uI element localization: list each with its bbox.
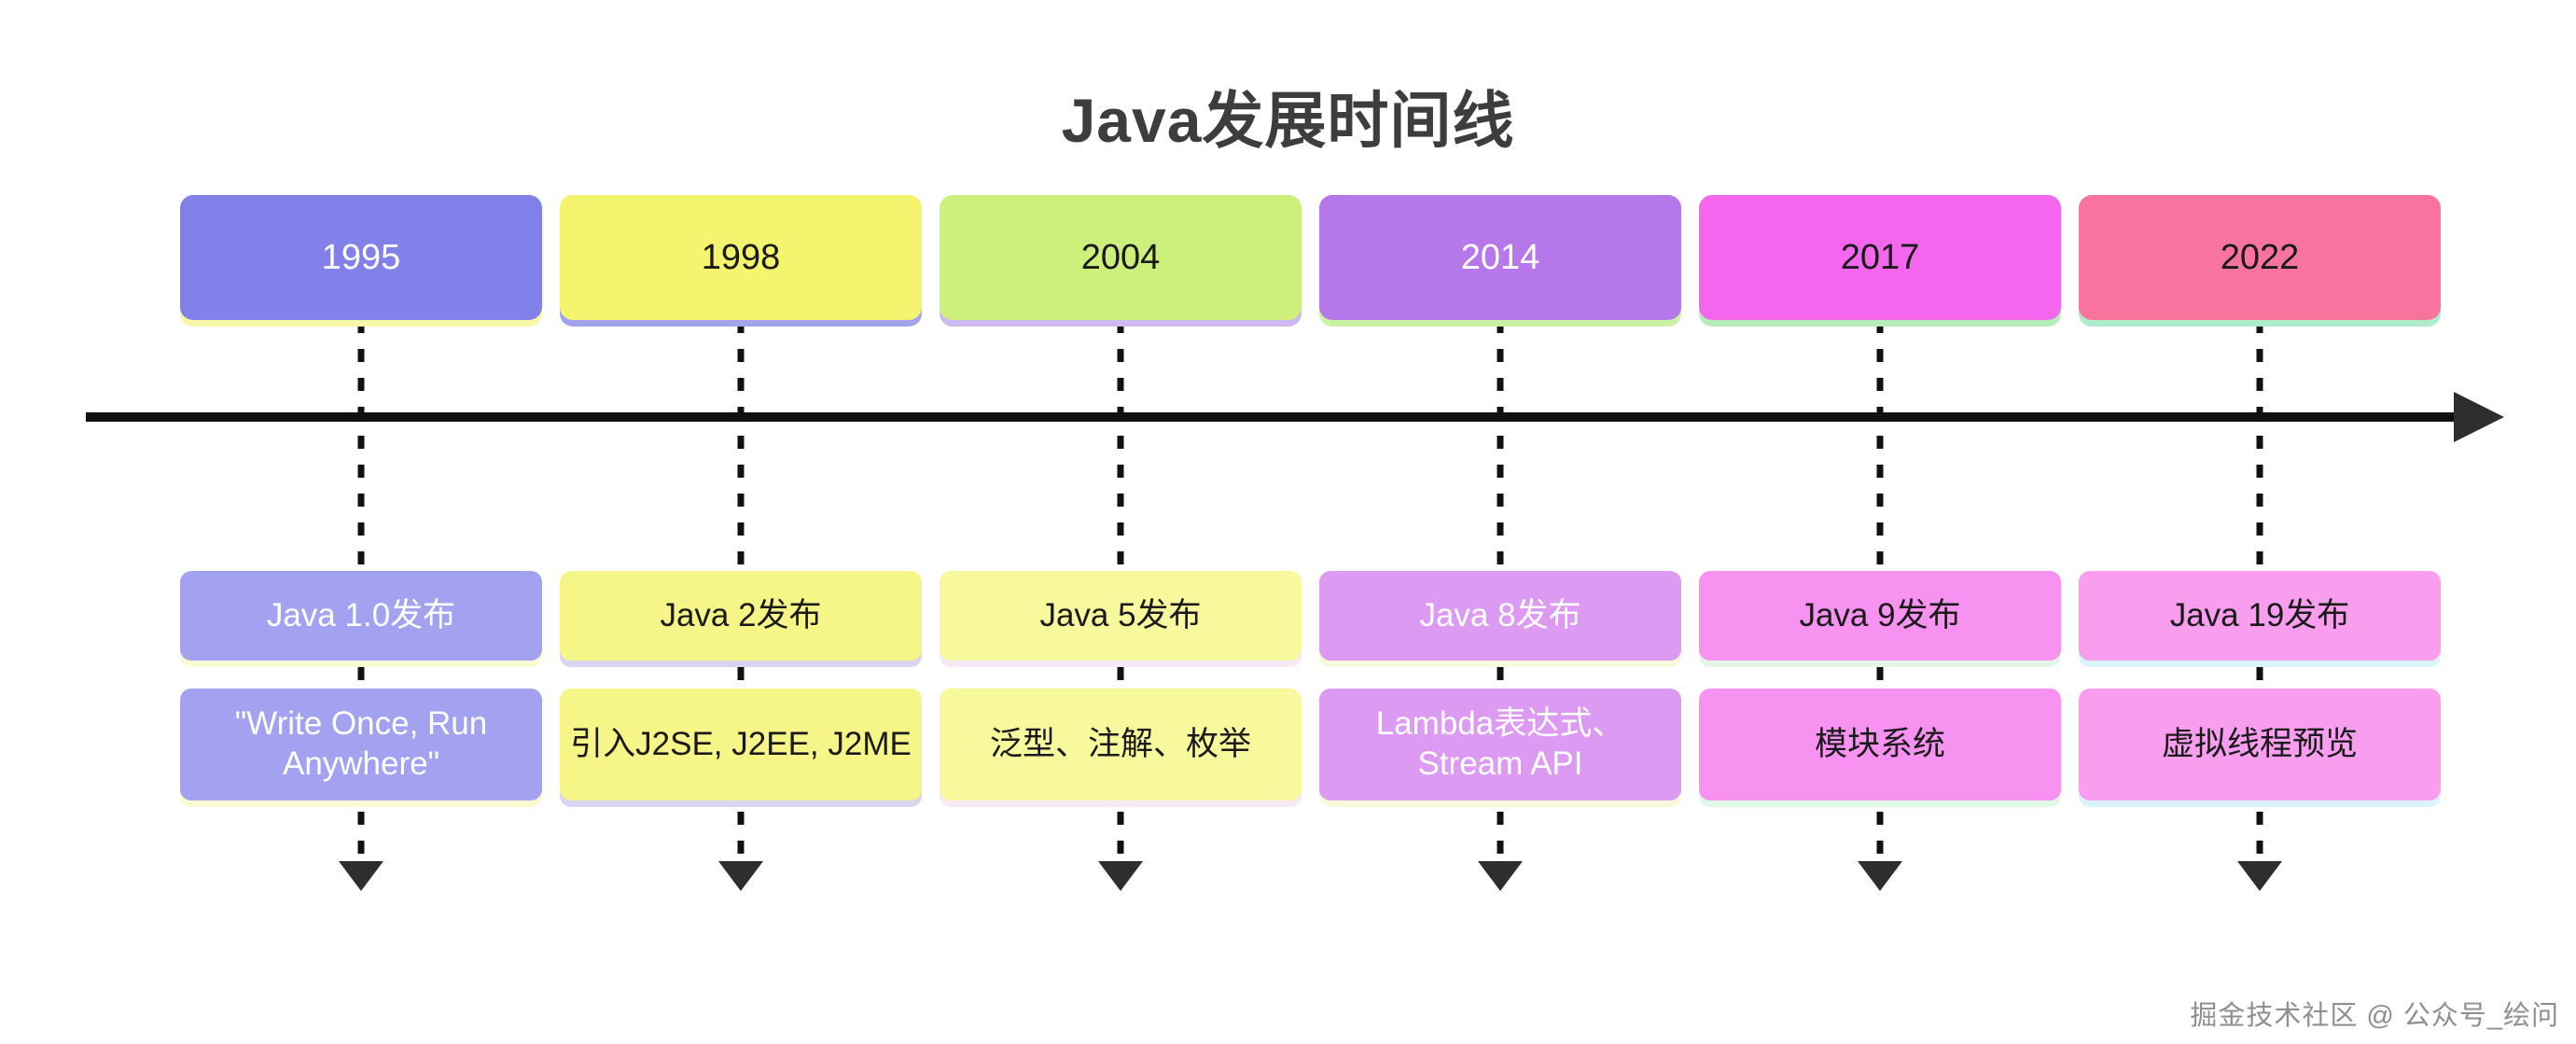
event-box: Java 19发布 (2079, 571, 2441, 661)
page-title: Java发展时间线 (1061, 86, 1515, 155)
event-box: Java 1.0发布 (180, 571, 542, 661)
down-arrowhead-icon (2237, 861, 2282, 891)
event-box: "Write Once, Run Anywhere" (180, 689, 542, 800)
event-box: Java 9发布 (1699, 571, 2061, 661)
down-arrowhead-icon (1098, 861, 1143, 891)
event-box: Java 5发布 (940, 571, 1302, 661)
year-box: 2022 (2079, 195, 2441, 320)
timeline-column: 2017 Java 9发布 模块系统 (1699, 195, 2061, 895)
timeline-column: 1998 Java 2发布 引入J2SE, J2EE, J2ME (560, 195, 922, 895)
down-arrowhead-icon (1858, 861, 1902, 891)
timeline-column: 2022 Java 19发布 虚拟线程预览 (2079, 195, 2441, 895)
timeline-columns: 1995 Java 1.0发布 "Write Once, Run Anywher… (180, 195, 2441, 895)
event-box: Lambda表达式、Stream API (1319, 689, 1681, 800)
event-box: Java 2发布 (560, 571, 922, 661)
year-box: 1995 (180, 195, 542, 320)
timeline-column: 2004 Java 5发布 泛型、注解、枚举 (940, 195, 1302, 895)
year-box: 1998 (560, 195, 922, 320)
axis-line (86, 412, 2459, 422)
down-arrowhead-icon (1478, 861, 1523, 891)
event-box: Java 8发布 (1319, 571, 1681, 661)
event-box: 模块系统 (1699, 689, 2061, 800)
year-box: 2017 (1699, 195, 2061, 320)
year-box: 2014 (1319, 195, 1681, 320)
watermark-text: 掘金技术社区 @ 公众号_绘问 (2190, 1001, 2559, 1031)
timeline-column: 2014 Java 8发布 Lambda表达式、Stream API (1319, 195, 1681, 895)
event-box: 泛型、注解、枚举 (940, 689, 1302, 800)
event-box: 引入J2SE, J2EE, J2ME (560, 689, 922, 800)
year-box: 2004 (940, 195, 1302, 320)
down-arrowhead-icon (339, 861, 383, 891)
event-box: 虚拟线程预览 (2079, 689, 2441, 800)
axis-right-arrowhead-icon (2454, 392, 2504, 442)
timeline-axis (86, 392, 2512, 442)
timeline-column: 1995 Java 1.0发布 "Write Once, Run Anywher… (180, 195, 542, 895)
down-arrowhead-icon (718, 861, 763, 891)
